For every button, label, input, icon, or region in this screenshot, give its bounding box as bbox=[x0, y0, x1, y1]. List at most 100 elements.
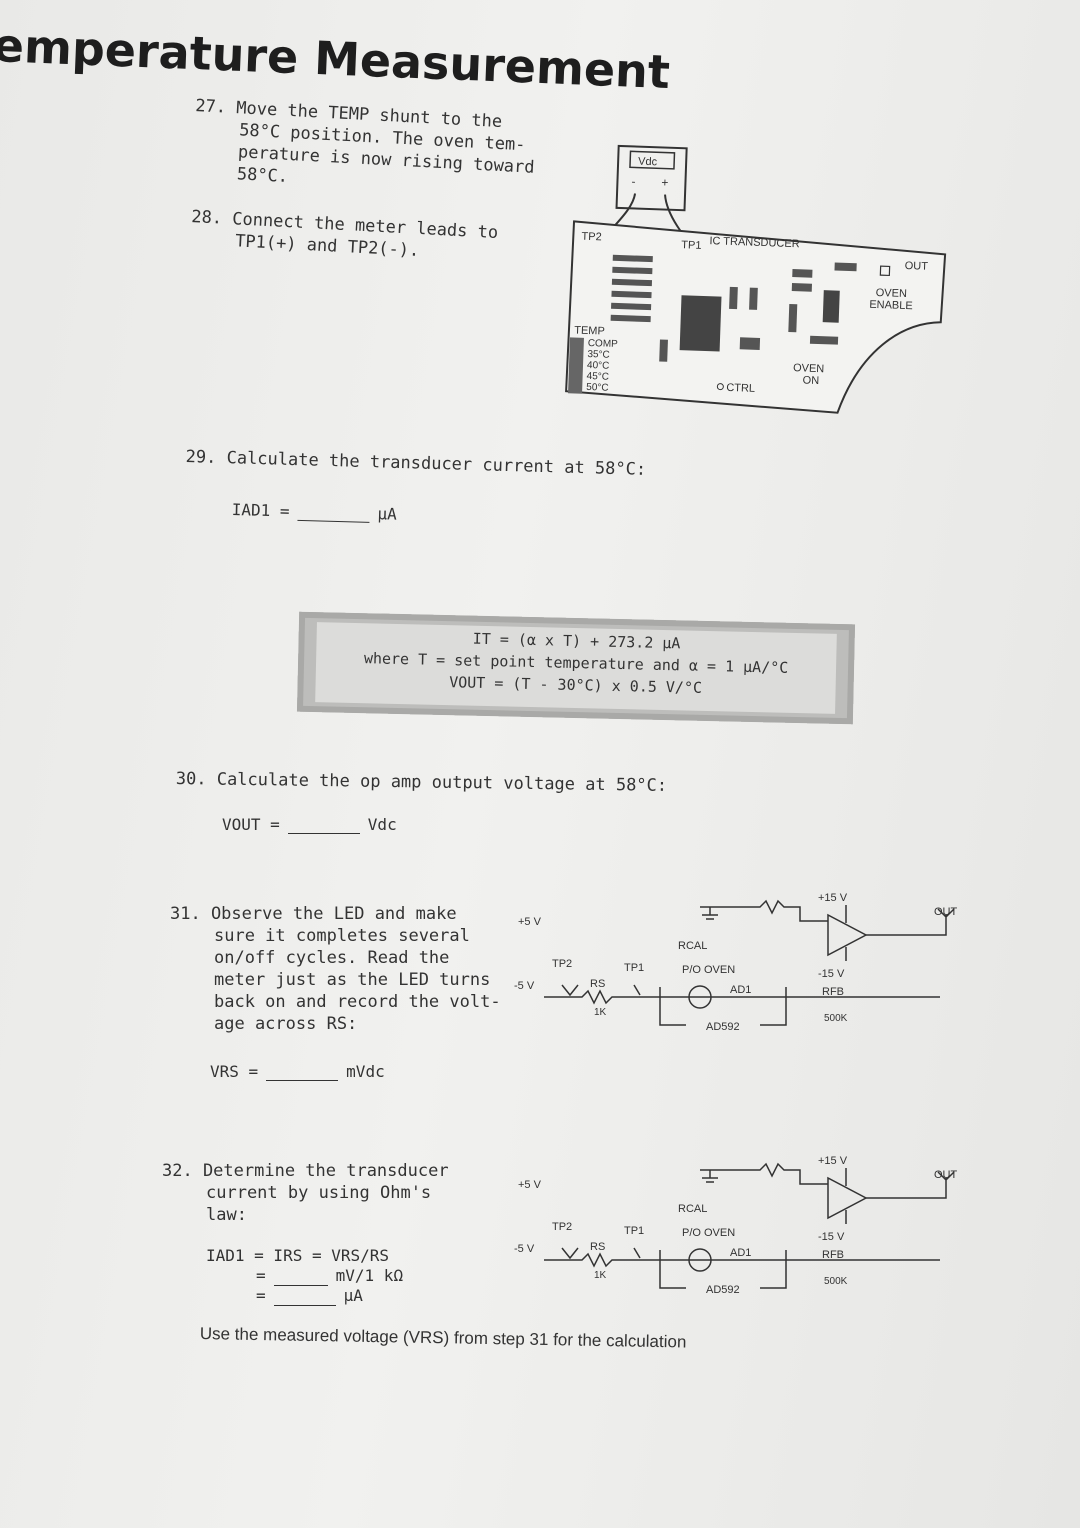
rfb-label: RFB bbox=[822, 986, 844, 998]
tp2-label: TP2 bbox=[552, 1221, 572, 1233]
ad1-label: AD1 bbox=[730, 1247, 751, 1259]
out-label: OUT bbox=[934, 906, 958, 918]
bottom-wire bbox=[544, 1252, 940, 1268]
vdc-display bbox=[629, 150, 676, 170]
tp1-label: TP1 bbox=[624, 962, 644, 974]
plus-15v-label: +15 V bbox=[818, 1155, 848, 1167]
minus-5v-label: -5 V bbox=[514, 1243, 535, 1255]
vout-blank[interactable] bbox=[287, 819, 360, 834]
step-30: 30. Calculate the op amp output voltage … bbox=[176, 768, 668, 797]
iad1-answer: IAD1 = µA bbox=[231, 500, 397, 524]
plus-5v-label: +5 V bbox=[518, 916, 542, 928]
tp1-label: TP1 bbox=[681, 239, 702, 252]
po-oven-label: P/O OVEN bbox=[682, 1227, 735, 1239]
step-32-line: 32. Determine the transducer bbox=[162, 1161, 449, 1181]
output-wire bbox=[866, 908, 955, 936]
rfb-label: RFB bbox=[822, 1249, 844, 1261]
step-30-line: 30. Calculate the op amp output voltage … bbox=[175, 768, 668, 796]
plus-5v-label: +5 V bbox=[518, 1179, 542, 1191]
step-31-line: age across RS: bbox=[214, 1014, 358, 1034]
rs-value: 1K bbox=[594, 1270, 607, 1281]
circuit-board-diagram: Vdc - + TP2 TP1 IC TRANSDUCER OUT OVEN E… bbox=[565, 144, 947, 414]
temp-option-50: 50°C bbox=[586, 382, 609, 394]
ohm-line-3: =µA bbox=[206, 1286, 403, 1306]
ohm-line-1: IAD1 = IRS = VRS/RS bbox=[206, 1246, 390, 1265]
rfb-value: 500K bbox=[824, 1276, 848, 1287]
temp-label: TEMP bbox=[574, 324, 605, 337]
step-31-line: 31. Observe the LED and make bbox=[170, 904, 457, 924]
iad1-unit: µA bbox=[377, 504, 397, 524]
test-points bbox=[561, 984, 641, 997]
ad1-label: AD1 bbox=[730, 984, 751, 996]
footnote: Use the measured voltage (VRS) from step… bbox=[199, 1324, 687, 1352]
ground-symbol bbox=[700, 1169, 720, 1183]
page-title: emperature Measurement bbox=[0, 18, 671, 100]
ground-symbol bbox=[700, 906, 720, 920]
vdc-meter-box bbox=[615, 144, 688, 212]
vrs-label: VRS = bbox=[210, 1062, 259, 1081]
current-source bbox=[688, 985, 712, 1009]
step-31: 31. Observe the LED and make sure it com… bbox=[170, 903, 501, 1035]
step-31-line: meter just as the LED turns bbox=[214, 970, 491, 990]
temp-option-45: 45°C bbox=[586, 371, 609, 383]
oven-on-label-2: ON bbox=[802, 374, 819, 387]
feedback-wire bbox=[720, 899, 828, 922]
plus-15v-label: +15 V bbox=[818, 892, 848, 904]
temp-option-comp: COMP bbox=[588, 338, 619, 350]
temp-option-40: 40°C bbox=[587, 360, 610, 372]
feedback-wire bbox=[720, 1162, 828, 1185]
board-components bbox=[610, 254, 857, 362]
step-32-line: law: bbox=[206, 1205, 247, 1225]
iad1-blank[interactable] bbox=[297, 505, 370, 523]
step-31-line: back on and record the volt- bbox=[214, 992, 501, 1012]
rs-label: RS bbox=[590, 1241, 605, 1253]
out-terminal bbox=[879, 265, 891, 277]
vrs-blank[interactable] bbox=[266, 1066, 339, 1081]
current-source bbox=[688, 1248, 712, 1272]
step-29: 29. Calculate the transducer current at … bbox=[185, 446, 646, 481]
oven-enable-label-1: OVEN bbox=[876, 287, 908, 300]
oven-enable-label-2: ENABLE bbox=[869, 299, 913, 313]
temp-shunt-header bbox=[568, 337, 584, 394]
op-amp bbox=[827, 1176, 868, 1220]
ohm-mv-blank[interactable] bbox=[273, 1271, 328, 1286]
vout-label: VOUT = bbox=[222, 815, 280, 834]
step-31-line: on/off cycles. Read the bbox=[214, 948, 450, 968]
vrs-unit: mVdc bbox=[346, 1062, 385, 1081]
op-amp bbox=[827, 913, 868, 957]
tp1-label: TP1 bbox=[624, 1225, 644, 1237]
ohm-ua-blank[interactable] bbox=[273, 1291, 336, 1306]
ad592-label: AD592 bbox=[706, 1021, 740, 1033]
po-oven-label: P/O OVEN bbox=[682, 964, 735, 976]
out-label: OUT bbox=[934, 1169, 958, 1181]
step-28: 28. Connect the meter leads to TP1(+) an… bbox=[190, 206, 499, 266]
ohm-line-2: =mV/1 kΩ bbox=[206, 1266, 403, 1286]
ctrl-led bbox=[716, 383, 724, 391]
iad1-label: IAD1 = bbox=[231, 500, 290, 521]
step-31-line: sure it completes several bbox=[214, 926, 470, 946]
formula-content: IT = (α x T) + 273.2 µA where T = set po… bbox=[315, 622, 837, 714]
vout-answer: VOUT = Vdc bbox=[222, 815, 397, 834]
tp2-label: TP2 bbox=[552, 958, 572, 970]
ad592-label: AD592 bbox=[706, 1284, 740, 1296]
ad592-outline bbox=[659, 987, 787, 1026]
ohm-line-2-prefix: = bbox=[256, 1266, 266, 1285]
ohm-line-3-unit: µA bbox=[343, 1286, 363, 1305]
rs-value: 1K bbox=[594, 1007, 607, 1018]
vrs-answer: VRS = mVdc bbox=[210, 1062, 385, 1081]
schematic-step-32: +15 V OUT +5 V -15 V RFB 500K RCAL P/O O… bbox=[514, 1155, 958, 1296]
rcal-label: RCAL bbox=[678, 940, 707, 952]
step-32: 32. Determine the transducer current by … bbox=[162, 1160, 449, 1226]
step-27: 27. Move the TEMP shunt to the 58°C posi… bbox=[191, 95, 537, 201]
rcal-label: RCAL bbox=[678, 1203, 707, 1215]
rs-label: RS bbox=[590, 978, 605, 990]
vout-unit: Vdc bbox=[367, 815, 397, 834]
ctrl-label: CTRL bbox=[726, 382, 755, 395]
vdc-label: Vdc bbox=[638, 156, 658, 169]
output-wire bbox=[866, 1171, 955, 1199]
step-32-line: current by using Ohm's bbox=[206, 1183, 432, 1203]
meter-plus-label: + bbox=[661, 175, 668, 189]
ohm-calculation: IAD1 = IRS = VRS/RS =mV/1 kΩ =µA bbox=[206, 1246, 403, 1306]
bottom-wire bbox=[544, 989, 940, 1005]
